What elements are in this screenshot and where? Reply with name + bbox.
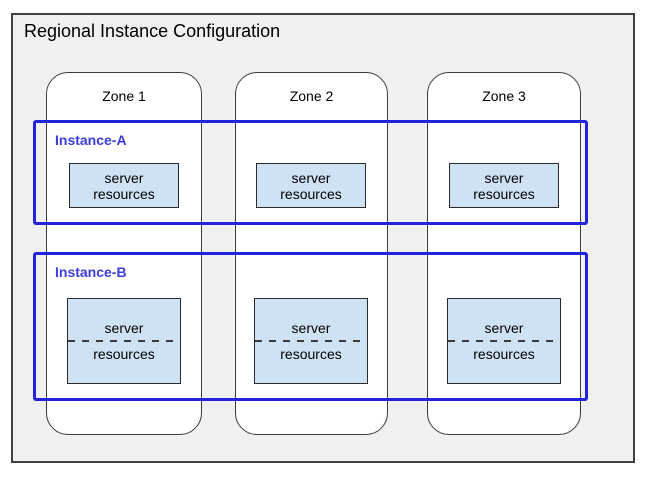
server-resources-line2: resources [93,346,155,362]
server-resources-box-b3: server resources [447,298,561,384]
server-resources-line1: server [291,320,331,336]
zone-2-label: Zone 2 [289,88,334,104]
zone-1-label: Zone 1 [102,88,146,104]
server-resources-line1: server [291,169,331,186]
instance-b-boundary: Instance-B [33,252,588,401]
instance-a-boundary: Instance-A [33,120,588,225]
server-resources-line2: resources [473,346,535,362]
server-resources-box-a2: server resources [256,163,366,208]
server-resources-line1: server [484,320,524,336]
server-resources-line1: server [484,169,524,186]
server-resources-box-b2: server resources [254,298,368,384]
instance-a-label: Instance-A [55,132,127,148]
server-resources-line2: resources [280,185,342,202]
server-resources-box-a3: server resources [449,163,559,208]
server-resources-line2: resources [473,185,535,202]
instance-b-label: Instance-B [55,264,127,280]
server-resources-box-b1: server resources [67,298,181,384]
dashed-divider [448,340,560,342]
zone-3-label: Zone 3 [482,88,526,104]
server-resources-box-a1: server resources [69,163,179,208]
dashed-divider [68,340,180,342]
server-resources-line1: server [104,169,144,186]
server-resources-line2: resources [280,346,342,362]
dashed-divider [255,340,367,342]
server-resources-line2: resources [93,185,155,202]
diagram-title: Regional Instance Configuration [24,21,281,41]
server-resources-line1: server [104,320,144,336]
